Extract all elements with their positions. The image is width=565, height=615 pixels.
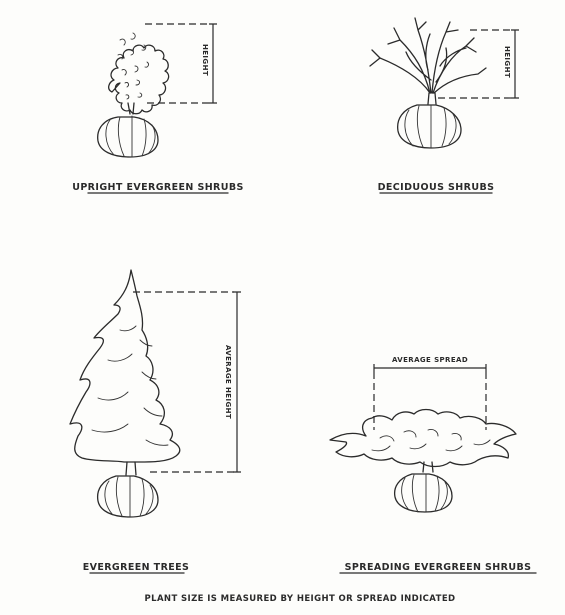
- evergreen-tree-trunk: [126, 462, 136, 475]
- spread-dimension-line: [374, 364, 486, 372]
- deciduous-shrub-trunk: [428, 93, 436, 104]
- upright-height-dimension-line: [209, 24, 217, 103]
- footer-note: PLANT SIZE IS MEASURED BY HEIGHT OR SPRE…: [145, 594, 456, 604]
- deciduous-shrub-rootball-ribs: [405, 105, 456, 148]
- spreading-shrub-rootball-ribs: [402, 474, 448, 512]
- upright-evergreen-shrub-figure: [98, 24, 217, 157]
- upright-shrubs-caption: UPRIGHT EVERGREEN SHRUBS: [72, 182, 244, 193]
- average-spread-label: AVERAGE SPREAD: [392, 356, 468, 364]
- deciduous-shrub-branches: [370, 18, 486, 93]
- evergreen-trees-caption: EVERGREEN TREES: [83, 562, 190, 573]
- spreading-shrub-trunk: [423, 462, 433, 472]
- upright-height-label: HEIGHT: [201, 44, 209, 76]
- evergreen-height-dimension-line: [233, 292, 241, 472]
- spreading-evergreen-shrub-figure: [330, 364, 516, 512]
- deciduous-height-dimension-line: [511, 30, 519, 98]
- spreading-shrub-texture: [372, 429, 490, 450]
- evergreen-tree-rootball-ribs: [105, 476, 153, 517]
- evergreen-tree-figure: [70, 270, 241, 517]
- spreading-shrub-foliage: [330, 410, 516, 467]
- deciduous-height-label: HEIGHT: [503, 46, 511, 78]
- spreading-shrubs-caption: SPREADING EVERGREEN SHRUBS: [345, 562, 532, 573]
- upright-shrub-rootball: [98, 117, 158, 157]
- deciduous-shrubs-caption: DECIDUOUS SHRUBS: [378, 182, 495, 193]
- evergreen-tree-foliage: [70, 270, 180, 462]
- deciduous-shrub-figure: [370, 18, 519, 148]
- upright-shrub-texture: [118, 33, 148, 99]
- evergreen-average-height-label: AVERAGE HEIGHT: [224, 345, 232, 419]
